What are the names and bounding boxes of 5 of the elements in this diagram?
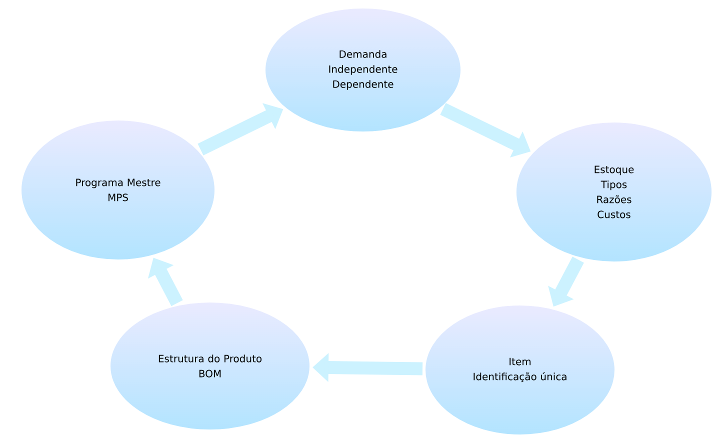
ellipse-node: Item Identificação única	[424, 304, 616, 436]
ellipse-node: Estrutura do Produto BOM	[110, 302, 310, 430]
ellipse-node: Estoque Tipos Razões Custos	[515, 122, 713, 262]
ellipse-node: Demanda Independente Dependente	[264, 8, 462, 132]
ellipse-node: Programa Mestre MPS	[20, 120, 216, 260]
